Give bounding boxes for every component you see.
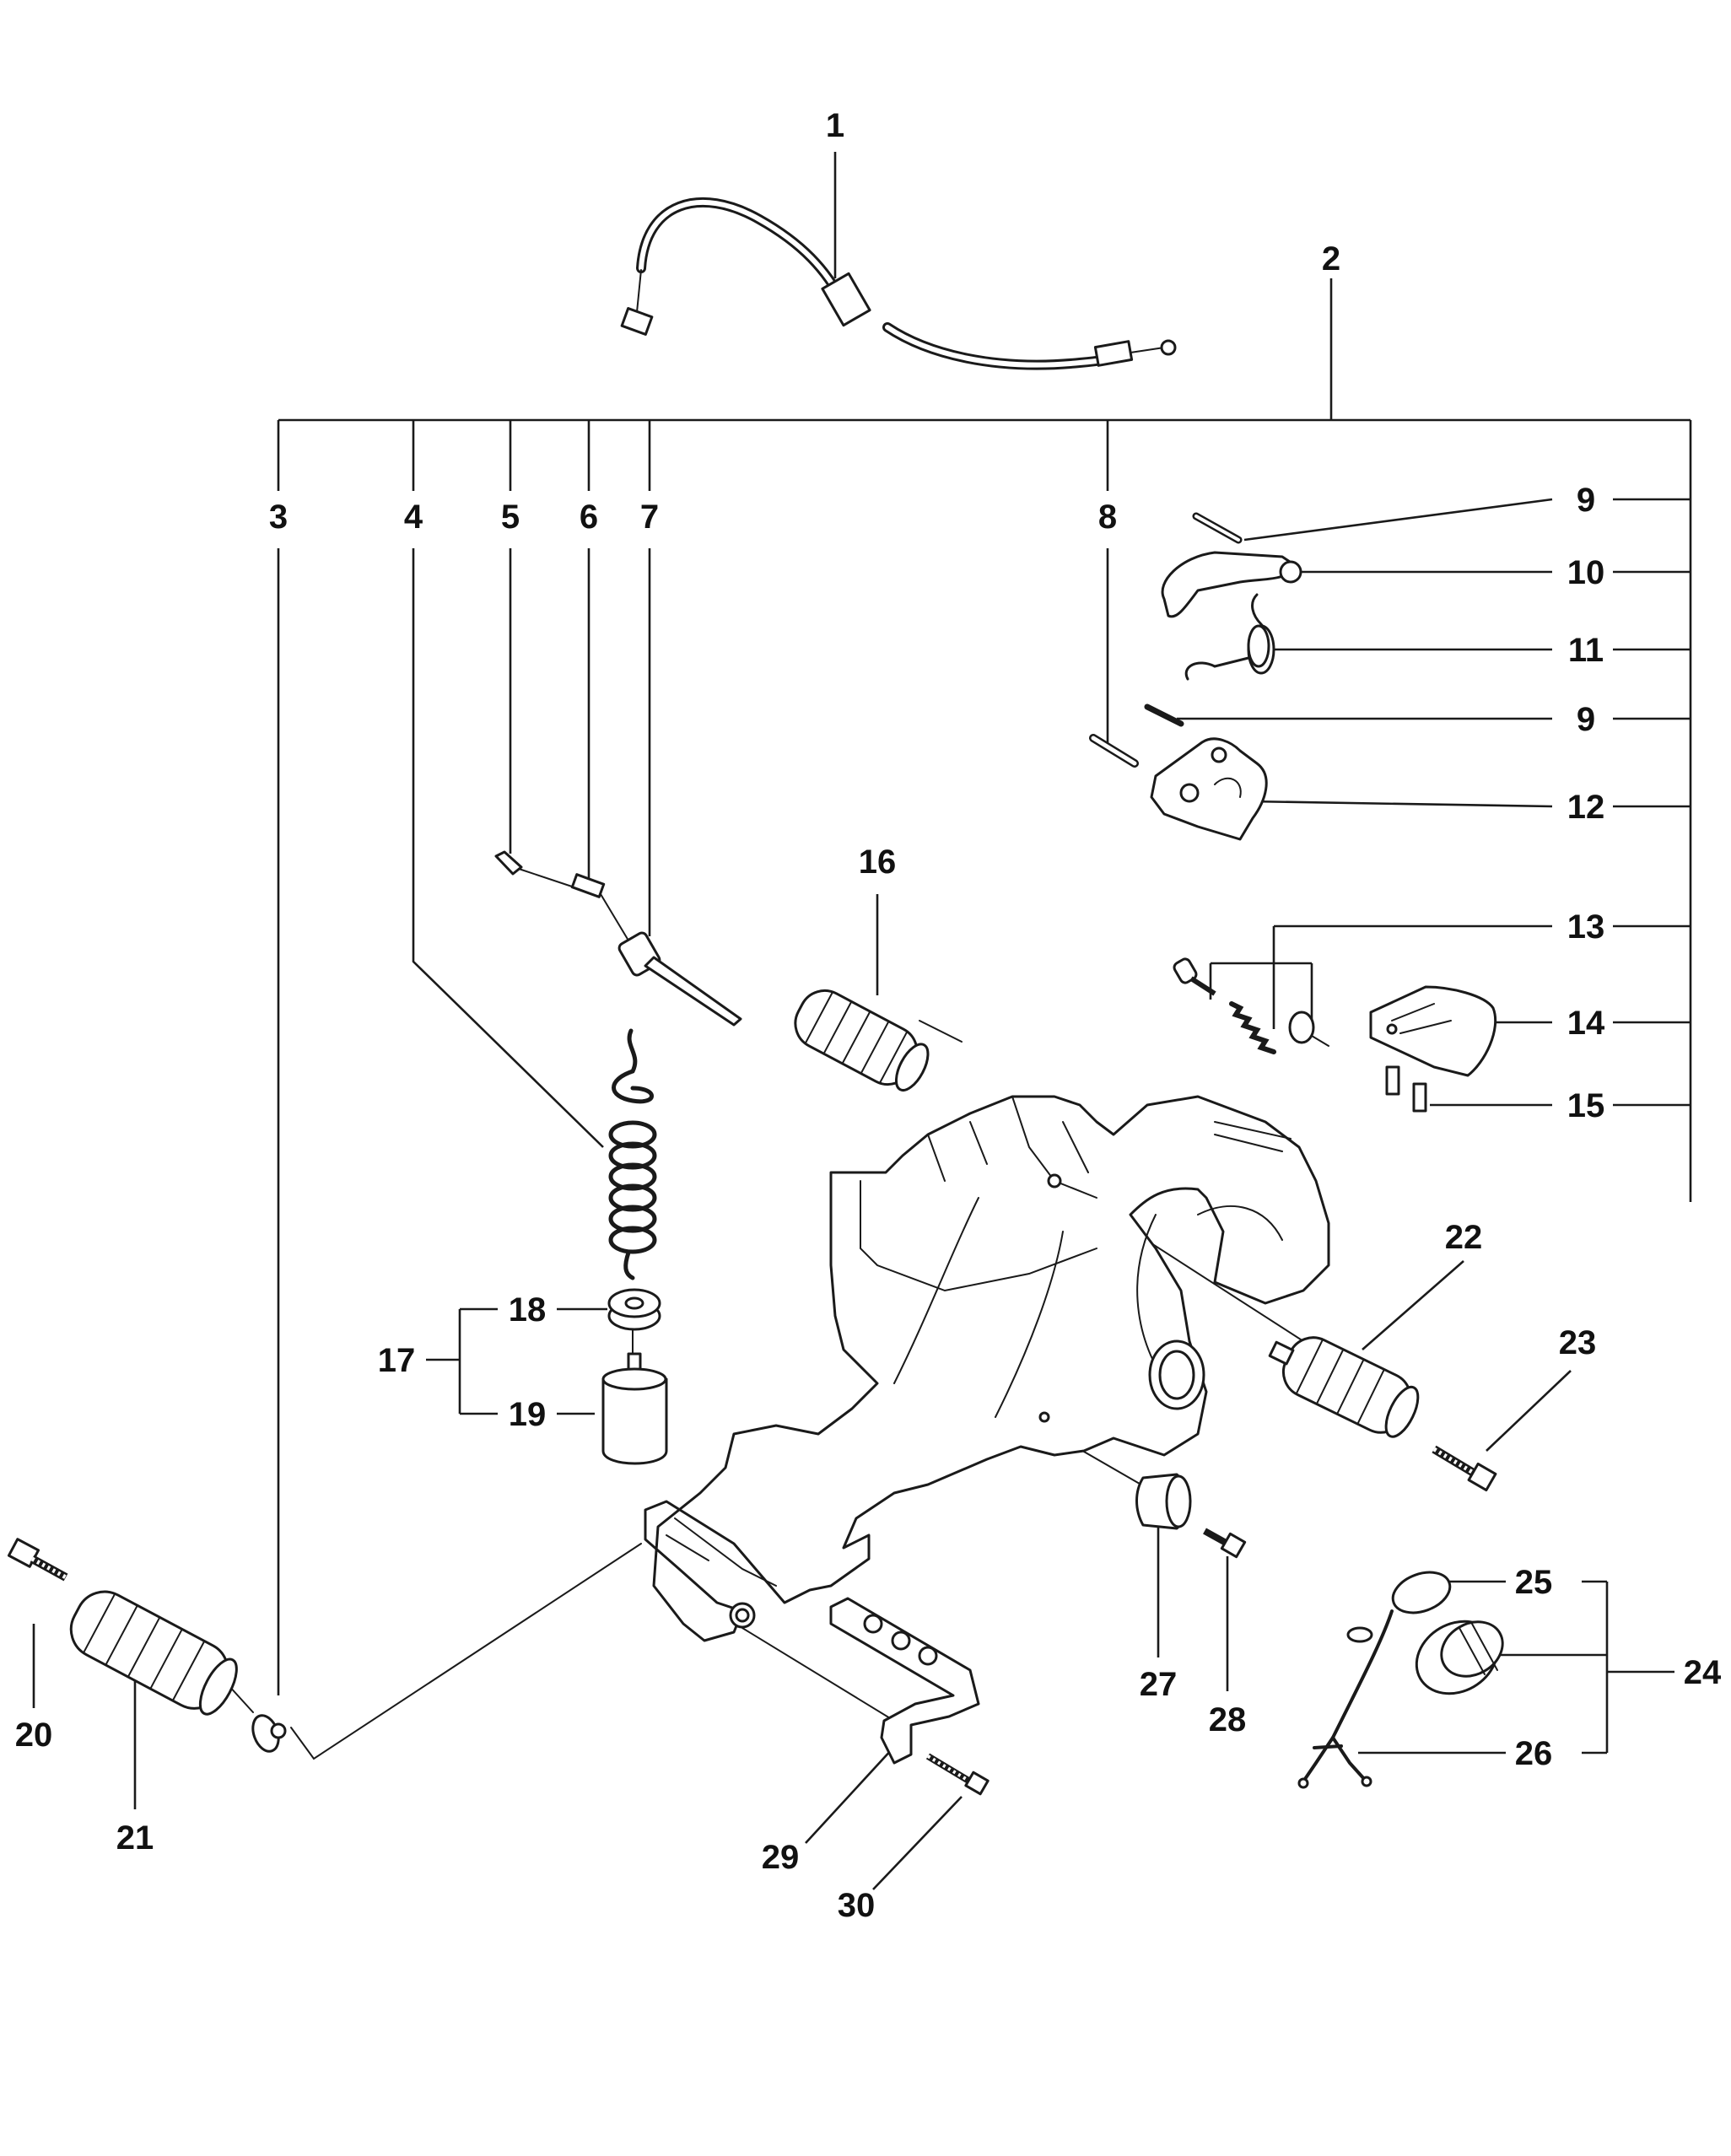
o-ring-part xyxy=(1391,1571,1452,1614)
callout-9b: 9 xyxy=(1577,701,1595,738)
callout-6: 6 xyxy=(580,499,598,536)
callout-23: 23 xyxy=(1559,1324,1597,1361)
cap-screw-part xyxy=(1173,957,1216,996)
fuel-hose-part xyxy=(608,1028,657,1280)
callout-14: 14 xyxy=(1567,1005,1605,1042)
callout-22: 22 xyxy=(1445,1219,1483,1256)
callout-15: 15 xyxy=(1567,1087,1605,1124)
callout-12: 12 xyxy=(1567,789,1605,826)
screw-part xyxy=(1385,1065,1427,1113)
bushing-part xyxy=(1288,1011,1329,1047)
pin-part xyxy=(1089,703,1184,768)
callout-21: 21 xyxy=(116,1819,154,1857)
callout-30: 30 xyxy=(838,1887,876,1924)
washer-part xyxy=(251,1714,287,1753)
callout-8: 8 xyxy=(1098,499,1117,536)
callout-4: 4 xyxy=(404,499,423,536)
callout-27: 27 xyxy=(1140,1666,1178,1703)
av-buffer-part xyxy=(69,1590,238,1716)
callout-16: 16 xyxy=(859,844,897,881)
fuel-cap-part xyxy=(1415,1620,1504,1695)
callout-10: 10 xyxy=(1567,554,1605,591)
callout-20: 20 xyxy=(15,1717,53,1754)
rear-handle-tank-part xyxy=(644,1095,1330,1642)
shield-plate-part xyxy=(1369,985,1497,1077)
lockout-lever-part xyxy=(1161,551,1302,618)
callout-7: 7 xyxy=(640,499,659,536)
spring-part xyxy=(1184,593,1275,681)
throttle-cable-part xyxy=(620,197,1177,370)
callout-1: 1 xyxy=(826,107,844,144)
bracket-part xyxy=(829,1597,980,1765)
callout-24: 24 xyxy=(1684,1654,1722,1691)
retaining-strap-part xyxy=(1297,1609,1394,1789)
callout-19: 19 xyxy=(509,1396,547,1433)
callout-29: 29 xyxy=(762,1839,800,1876)
spring-part xyxy=(1229,1001,1276,1054)
callout-28: 28 xyxy=(1209,1701,1247,1738)
choke-rod-part xyxy=(494,850,742,1027)
fuel-filter-part xyxy=(601,1352,668,1465)
callout-5: 5 xyxy=(501,499,520,536)
callout-2: 2 xyxy=(1322,240,1340,278)
callout-17: 17 xyxy=(378,1342,416,1379)
callout-9: 9 xyxy=(1577,482,1595,519)
bolt-part xyxy=(925,1753,990,1796)
bolt-part xyxy=(1203,1528,1247,1559)
bolt-part xyxy=(1432,1445,1497,1492)
callout-26: 26 xyxy=(1515,1735,1553,1772)
callout-labels: 1 2 3 4 5 6 7 8 9 10 11 9 12 13 14 15 16… xyxy=(15,107,1722,1924)
av-buffer-part xyxy=(1268,1336,1420,1438)
bushing-part xyxy=(1135,1473,1192,1530)
bolt-part xyxy=(7,1538,68,1582)
grommet-part xyxy=(607,1288,661,1331)
av-buffer-part xyxy=(794,989,930,1092)
callout-3: 3 xyxy=(269,499,288,536)
pin-part xyxy=(1192,512,1243,544)
callout-25: 25 xyxy=(1515,1564,1553,1601)
callout-13: 13 xyxy=(1567,908,1605,946)
callout-11: 11 xyxy=(1568,632,1604,669)
callout-18: 18 xyxy=(509,1291,547,1329)
throttle-trigger-part xyxy=(1150,737,1268,841)
